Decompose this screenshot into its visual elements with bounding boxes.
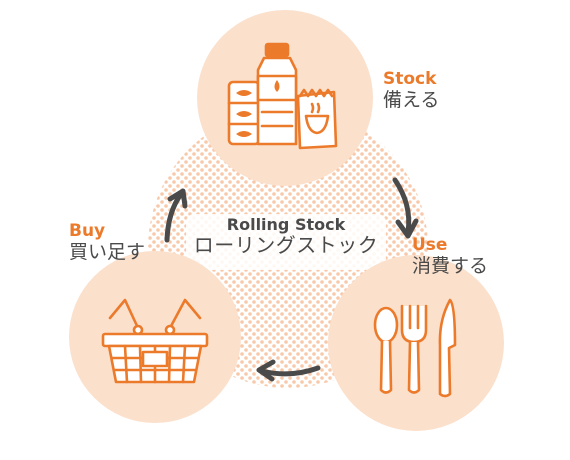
stock-label-en: Stock	[383, 69, 437, 89]
shopping-basket-icon	[101, 298, 209, 384]
fork-icon	[400, 304, 428, 394]
stock-label: Stock 備える	[383, 69, 440, 111]
stock-label-jp: 備える	[383, 88, 440, 111]
buy-label-en: Buy	[69, 221, 106, 241]
center-title: Rolling Stock ローリングストック	[186, 215, 386, 258]
center-title-jp: ローリングストック	[193, 233, 379, 258]
spoon-icon	[373, 306, 399, 394]
food-pouch-icon	[296, 88, 338, 150]
use-label-jp: 消費する	[412, 254, 489, 277]
canned-food-icon	[227, 80, 261, 146]
stockpile-icon	[227, 42, 338, 150]
arrow-stock-to-use	[392, 177, 419, 239]
use-label: Use 消費する	[412, 235, 489, 277]
arrow-use-to-buy	[256, 359, 321, 382]
buy-label: Buy 買い足す	[69, 221, 146, 263]
cutlery-icon	[373, 298, 457, 398]
water-bottle-icon	[256, 42, 298, 146]
knife-icon	[438, 298, 457, 398]
center-title-en: Rolling Stock	[226, 215, 346, 234]
buy-label-jp: 買い足す	[69, 240, 146, 263]
use-label-en: Use	[412, 235, 448, 255]
center-label-backdrop	[186, 214, 386, 270]
arrow-buy-to-stock	[164, 188, 188, 243]
